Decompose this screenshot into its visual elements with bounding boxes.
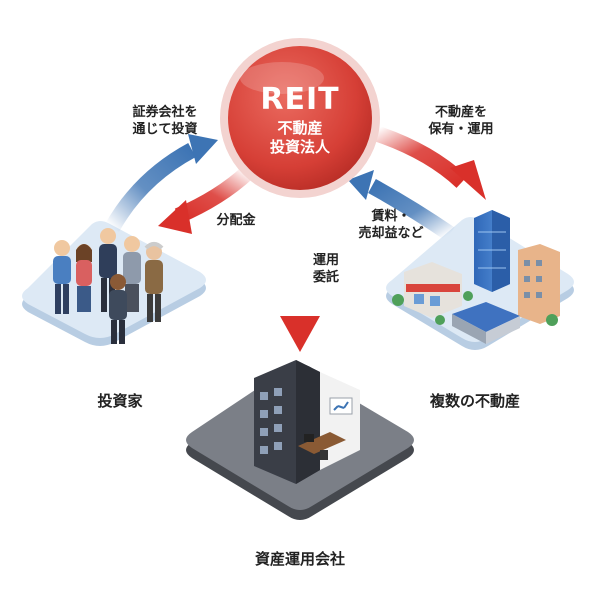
properties-buildings-illustration [392, 210, 560, 344]
arrow-rent-income [348, 170, 455, 241]
label-distribution: 分配金 [216, 213, 256, 228]
label-investors: 投資家 [97, 392, 143, 410]
asset-manager-office-illustration [254, 360, 360, 484]
arrow-hold-operate [369, 124, 486, 200]
arrow-distribution [158, 166, 254, 234]
label-invest-via-brokers: 証券会社を 通じて投資 [132, 105, 198, 137]
reit-title: REIT [260, 82, 340, 117]
label-hold-operate: 不動産を 保有・運用 [428, 105, 494, 137]
reit-circle [220, 38, 380, 198]
label-asset-manager: 資産運用会社 [254, 550, 345, 568]
label-properties: 複数の不動産 [429, 392, 520, 410]
reit-subtitle: 不動産 投資法人 [269, 119, 330, 156]
label-outsourcing: 運用 委託 [312, 253, 339, 285]
arrow-outsourcing [280, 196, 320, 352]
arrow-invest [105, 134, 218, 232]
label-rent-income: 賃料・ 売却益など [358, 209, 424, 241]
investors-people-illustration [53, 228, 164, 344]
